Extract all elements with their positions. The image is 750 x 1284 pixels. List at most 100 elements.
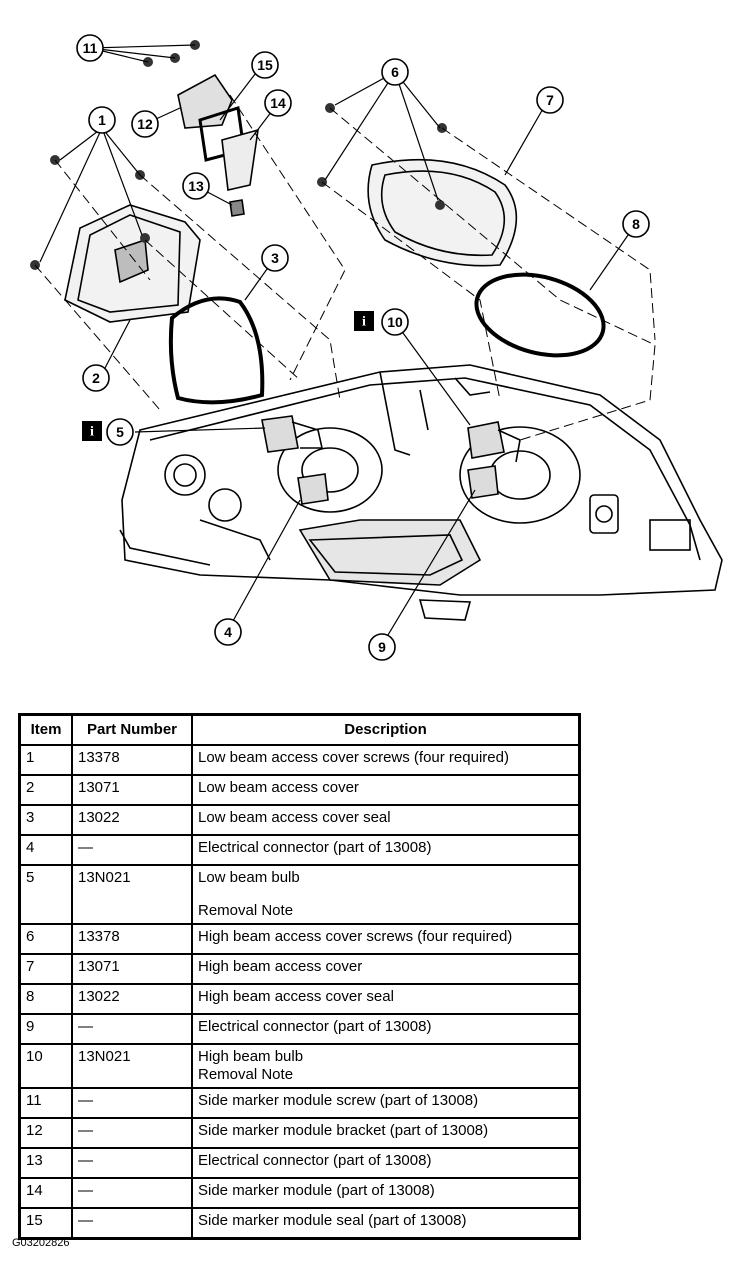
description-text: Low beam access cover seal: [198, 809, 391, 826]
cell-item: 15: [18, 1207, 73, 1240]
cell-item: 5: [18, 864, 73, 925]
callout-14: 14: [270, 95, 286, 111]
figure-id: G03202826: [12, 1237, 70, 1249]
table-row: 4— Electrical connector (part of 13008): [18, 834, 581, 866]
cell-description: High beam access cover seal: [191, 983, 581, 1015]
table-row: 13—Electrical connector (part of 13008): [18, 1147, 581, 1179]
cell-description: High beam access cover screws (four requ…: [191, 923, 581, 955]
cell-item: 9: [18, 1013, 73, 1045]
side-marker-module-bracket: [177, 73, 233, 129]
cell-item: 10: [18, 1043, 73, 1089]
cell-part-number: 13022: [71, 983, 193, 1015]
cell-item: 2: [18, 774, 73, 806]
table-header-row: Item Part Number Description: [18, 713, 581, 746]
cell-item: 3: [18, 804, 73, 836]
callout-3: 3: [271, 250, 279, 266]
high-beam-access-cover-seal: [474, 272, 606, 358]
cell-part-number: —: [71, 1013, 193, 1045]
cell-item: 4: [18, 834, 73, 866]
cell-item: 12: [18, 1117, 73, 1149]
low-beam-connector: [297, 473, 329, 505]
cell-part-number: 13071: [71, 953, 193, 985]
cell-item: 11: [18, 1087, 73, 1119]
table-row: 9— Electrical connector (part of 13008): [18, 1013, 581, 1045]
svg-text:i: i: [362, 315, 366, 330]
description-text: High beam access cover screws (four requ…: [198, 928, 513, 945]
cell-part-number: 13N021: [71, 1043, 193, 1089]
table-row: 12— Side marker module bracket (part of 1…: [18, 1117, 581, 1149]
description-text: Side marker module seal (part of 13008): [198, 1212, 467, 1229]
description-text: Electrical connector (part of 13008): [198, 1018, 432, 1035]
callout-circles: [76, 34, 650, 661]
cell-item: 7: [18, 953, 73, 985]
cell-description: Side marker module (part of 13008): [191, 1177, 581, 1209]
header-description: Description: [191, 713, 581, 746]
headlamp-housing: [119, 364, 723, 621]
low-beam-bulb: [261, 415, 323, 453]
cell-item: 13: [18, 1147, 73, 1179]
side-marker-module: [221, 128, 259, 191]
cell-description: High beam access cover: [191, 953, 581, 985]
callout-7: 7: [546, 92, 554, 108]
callout-11: 11: [83, 40, 98, 56]
cell-part-number: —: [71, 1117, 193, 1149]
cell-part-number: 13378: [71, 923, 193, 955]
callout-1: 1: [98, 112, 106, 128]
cell-part-number: 13N021: [71, 864, 193, 925]
cell-description: Low beam access cover screws (four requi…: [191, 744, 581, 776]
cell-part-number: —: [71, 834, 193, 866]
cell-description: Side marker module bracket (part of 1300…: [191, 1117, 581, 1149]
cell-part-number: 13071: [71, 774, 193, 806]
leader-lines: [39, 44, 636, 646]
table-row: 14—Side marker module (part of 13008): [18, 1177, 581, 1209]
cell-description: Side marker module screw (part of 13008): [191, 1087, 581, 1119]
table-row: 11—Side marker module screw (part of 130…: [18, 1087, 581, 1119]
header-part-number: Part Number: [71, 713, 193, 746]
side-marker-connector: [229, 199, 245, 217]
callout-4: 4: [224, 624, 232, 640]
description-text: Electrical connector (part of 13008): [198, 839, 432, 856]
high-beam-connector: [467, 465, 499, 499]
cell-description: Low beam access cover: [191, 774, 581, 806]
cell-item: 14: [18, 1177, 73, 1209]
removal-note-link[interactable]: Removal Note: [198, 902, 294, 919]
info-badge-5: i: [82, 421, 102, 441]
description-text: High beam bulb: [198, 1048, 304, 1065]
callout-9: 9: [378, 639, 386, 655]
description-text: Side marker module screw (part of 13008): [198, 1092, 479, 1109]
description-text: Side marker module bracket (part of 1300…: [198, 1122, 489, 1139]
alignment-lines: [34, 94, 656, 441]
callout-6: 6: [391, 64, 399, 80]
removal-note-link[interactable]: Removal Note: [198, 1066, 294, 1083]
description-text: Low beam bulb: [198, 869, 300, 886]
info-badge-10: i: [354, 311, 374, 331]
cell-part-number: —: [71, 1207, 193, 1240]
description-text: Electrical connector (part of 13008): [198, 1152, 432, 1169]
cell-part-number: 13378: [71, 744, 193, 776]
callout-8: 8: [632, 216, 640, 232]
high-beam-access-cover: [367, 158, 518, 267]
description-text: High beam access cover: [198, 958, 363, 975]
cell-item: 1: [18, 744, 73, 776]
description-text: Low beam access cover: [198, 779, 359, 796]
description-text: High beam access cover seal: [198, 988, 394, 1005]
low-beam-access-cover: [64, 204, 201, 323]
cell-item: 6: [18, 923, 73, 955]
callout-13: 13: [188, 178, 204, 194]
table-row: 15— Side marker module seal (part of 1300…: [18, 1207, 581, 1240]
callout-5: 5: [116, 424, 124, 440]
headlamp-exploded-diagram: 11 15 14 12 1 13 3 2 5 4 6 7 8 10 9 i i: [30, 34, 723, 661]
cell-description: Low beam access cover seal: [191, 804, 581, 836]
callout-2: 2: [92, 370, 100, 386]
